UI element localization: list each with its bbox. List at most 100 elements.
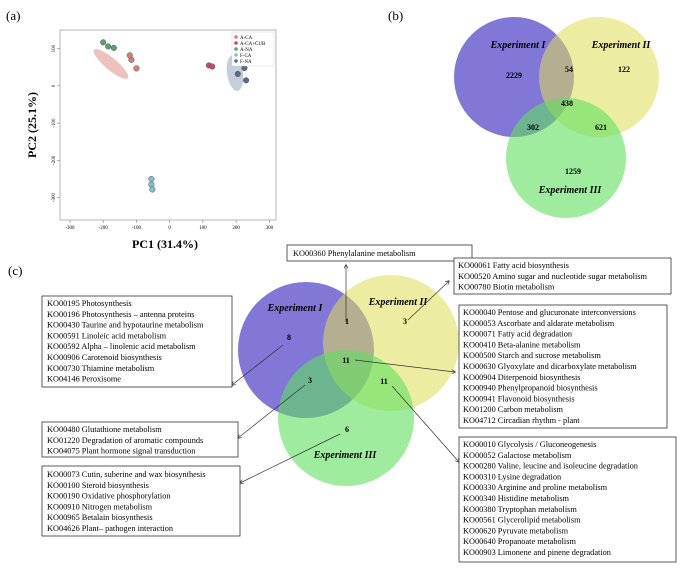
pathway-line: KO00620 Pyruvate metabolism (463, 526, 569, 535)
pathway-line: KO00640 Propanoate metabolism (463, 537, 576, 546)
x-tick-label: 300 (266, 226, 274, 231)
venn-b-label-exp1: Experiment I (490, 40, 547, 51)
pathway-line: KO00340 Histidine metabolism (463, 494, 570, 503)
data-point-f-ca (149, 186, 156, 193)
venn-c-label-exp2: Experiment II (368, 297, 429, 308)
pathway-line: KO00591 Linoleic acid metabolism (47, 331, 167, 340)
pathway-line: KO01200 Carbon metabolism (463, 405, 564, 414)
venn-c-circle-exp3 (278, 350, 414, 486)
legend-frame (231, 31, 275, 67)
data-point-a-ca (126, 52, 133, 59)
box-frame (286, 244, 473, 262)
pathway-line: KO00903 Limonene and pinene degradation (463, 548, 612, 557)
pathway-line: KO00630 Glyoxylate and dicarboxylate met… (463, 362, 637, 371)
pathway-line: KO00500 Starch and sucrose metabolism (463, 351, 601, 360)
panel-label-b: (b) (388, 8, 403, 23)
arrow-intersect-23 (391, 385, 459, 462)
pathway-line: KO00910 Nitrogen metabolism (47, 502, 153, 511)
pathway-line: KO04626 Plant– pathogen interaction (47, 524, 174, 533)
data-point-f-ca (148, 175, 155, 183)
arrow-exp2-only (407, 281, 449, 321)
venn-c-intersect-12: 1 (345, 317, 349, 326)
venn-diagram-c: Experiment I Experiment II Experiment II… (238, 275, 459, 486)
venn-b-label-exp3: Experiment III (538, 185, 603, 196)
x-tick-label: 0 (168, 226, 171, 231)
pathway-line: KO00940 Phenylpropanoid biosynthesis (463, 384, 598, 393)
venn-c-label-exp3: Experiment III (313, 450, 378, 461)
y-tick-label: 0 (52, 84, 57, 87)
legend-label: A-CA+CUB (240, 42, 266, 47)
pathway-line: KO00410 Beta-alanine metabolism (463, 340, 581, 349)
pathway-line: KO00195 Photosynthesis (47, 299, 132, 308)
x-tick-label: -200 (99, 226, 109, 231)
box-frame (458, 436, 677, 563)
legend-label: A-NA (240, 48, 253, 53)
confidence-ellipses (93, 49, 244, 91)
y-tick-label: -100 (52, 118, 57, 128)
venn-b-intersect-123: 438 (561, 99, 573, 108)
data-point-a-na (110, 44, 117, 51)
x-axis-title: PC1 (31.4%) (132, 237, 198, 251)
venn-c-only-exp2: 3 (403, 317, 407, 326)
venn-b-label-exp2: Experiment II (591, 40, 652, 51)
legend-label: F-NA (240, 60, 252, 65)
plot-frame (59, 29, 277, 221)
legend-swatch (234, 35, 238, 39)
pathway-line: KO00052 Galactose metabolism (463, 451, 572, 460)
arrow-exp3-only (240, 433, 341, 483)
box-frame (458, 304, 668, 429)
venn-b-only-exp1: 2229 (506, 71, 522, 80)
pathway-line: KO01220 Degradation of aromatic compound… (47, 436, 203, 445)
box-frame (41, 421, 239, 458)
data-point-f-na (243, 77, 250, 84)
y-tick-label: 100 (52, 44, 57, 52)
venn-diagram-b: Experiment I Experiment II Experiment II… (454, 17, 659, 218)
pathway-line: KO00941 Flavonoid biosynthesis (463, 394, 575, 403)
pathway-line: KO00071 Fatty acid degradation (463, 330, 573, 339)
x-tick-label: 100 (199, 226, 207, 231)
box-frame (41, 465, 241, 537)
y-axis-title: PC2 (25.1%) (25, 92, 39, 158)
pathway-line: KO00380 Tryptophan metabolism (463, 505, 577, 514)
connector-arrows (232, 265, 459, 483)
pathway-line: KO00430 Taurine and hypotaurine metaboli… (47, 321, 204, 330)
venn-b-intersect-12: 54 (565, 65, 573, 74)
pathway-line: KO00061 Fatty acid biosynthesis (458, 261, 569, 270)
pathway-line: KO00906 Carotenoid biosynthesis (47, 353, 162, 362)
data-point-a-na (105, 43, 112, 50)
pathway-line: KO04075 Plant hormone signal transductio… (47, 447, 196, 456)
pathway-line: KO00196 Photosynthesis – antenna protein… (47, 310, 195, 319)
pathway-line: KO00561 Glycerolipid metabolism (463, 516, 581, 525)
pathway-box-exp3-only: KO00073 Cutin, suberine and wax biosynth… (41, 465, 241, 537)
venn-b-only-exp2: 122 (618, 65, 630, 74)
pathway-line: KO00780 Biotin metabolism (458, 283, 555, 292)
legend-swatch (234, 59, 238, 63)
pathway-line: KO00330 Arginine and proline metabolism (463, 483, 608, 492)
box-frame (41, 295, 233, 388)
venn-c-only-exp1: 8 (287, 333, 291, 342)
venn-c-intersect-13: 3 (308, 376, 312, 385)
pathway-line: KO00520 Amino sugar and nucleotide sugar… (458, 272, 647, 281)
y-tick-label: -200 (52, 155, 57, 165)
arrow-intersect-123 (354, 359, 455, 372)
pathway-line: KO00073 Cutin, suberine and wax biosynth… (47, 470, 206, 479)
pathway-box-intersect-23: KO00010 Glycolysis / GluconeogenesisKO00… (458, 436, 677, 563)
pathway-line: KO00010 Glycolysis / Gluconeogenesis (463, 440, 596, 449)
venn-b-only-exp3: 1259 (565, 167, 581, 176)
venn-c-label-exp1: Experiment I (267, 303, 324, 314)
y-tick-label: -300 (52, 193, 57, 203)
venn-circle-exp3 (506, 98, 626, 218)
pathway-line: KO00280 Valine, leucine and isoleucine d… (463, 462, 639, 471)
legend-label: F-CA (240, 54, 252, 59)
venn-c-intersect-123: 11 (342, 356, 350, 365)
legend-swatch (234, 47, 238, 51)
data-point-a-ca-cub (209, 63, 216, 70)
arrow-exp1-only (232, 344, 284, 385)
pathway-line: KO00480 Glutathione metabolism (47, 425, 162, 434)
